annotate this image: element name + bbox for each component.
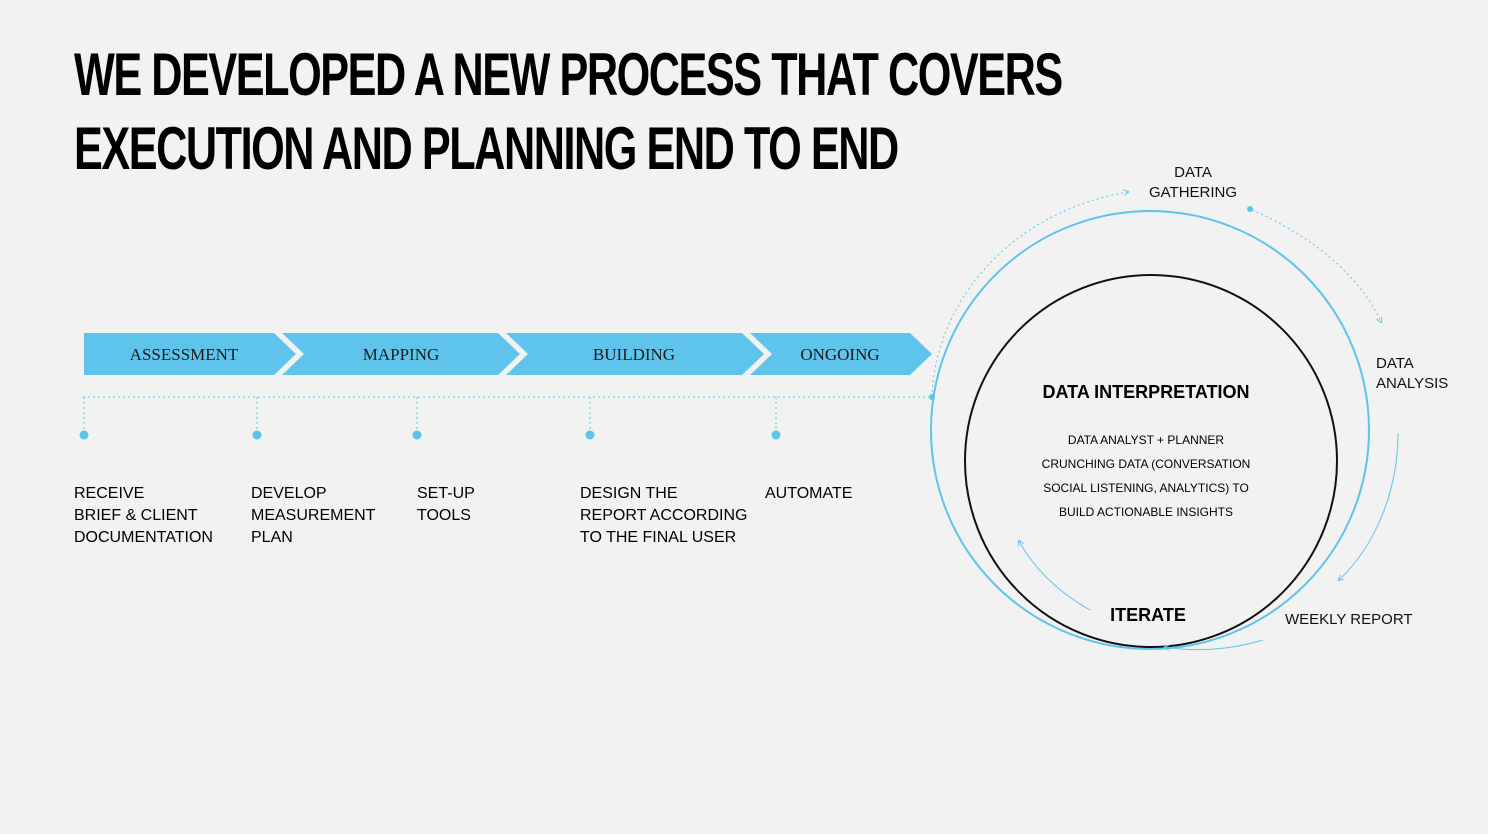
title-line-2: EXECUTION AND PLANNING END TO END (74, 115, 899, 182)
title-line-1: WE DEVELOPED A NEW PROCESS THAT COVERS (74, 41, 1063, 108)
phase-label-assessment: ASSESSMENT (130, 345, 239, 364)
step-design-report: DESIGN THE REPORT ACCORDING TO THE FINAL… (580, 485, 748, 546)
timeline-dot (252, 430, 262, 440)
arrow-iterate (1019, 541, 1091, 611)
phase-label-mapping: MAPPING (363, 345, 440, 364)
arrow-to-analysis (1251, 209, 1381, 322)
chevron-mapping (282, 333, 520, 375)
timeline-dot (412, 430, 422, 440)
phase-label-ongoing: ONGOING (800, 345, 879, 364)
iterate-label: ITERATE (1110, 605, 1186, 625)
phase-label-building: BUILDING (593, 345, 675, 364)
timeline-dot (79, 430, 89, 440)
timeline-dot (585, 430, 595, 440)
step-setup-tools: SET-UP TOOLS (417, 485, 475, 524)
timeline-connectors (83, 397, 777, 432)
chevron-ongoing (750, 333, 932, 375)
step-receive-brief: RECEIVE BRIEF & CLIENT DOCUMENTATION (74, 485, 213, 546)
chevron-building (506, 333, 764, 375)
chevron-assessment (84, 333, 296, 375)
arrow-to-gathering (931, 192, 1128, 393)
page-title: WE DEVELOPED A NEW PROCESS THAT COVERS E… (74, 38, 1063, 186)
center-description: DATA ANALYST + PLANNER CRUNCHING DATA (C… (1041, 433, 1251, 519)
inner-interpretation-circle (964, 274, 1338, 648)
cycle-label-data-gathering: DATA GATHERING (1148, 164, 1238, 201)
step-automate: AUTOMATE (765, 485, 853, 502)
arrow-to-weekly-report (1339, 432, 1399, 580)
outer-cycle-circle (930, 210, 1370, 650)
gathering-dot (1247, 206, 1253, 212)
cycle-label-weekly-report: WEEKLY REPORT (1285, 611, 1413, 628)
arrow-weekly-back (1165, 639, 1264, 650)
center-title: DATA INTERPRETATION (1042, 382, 1250, 402)
timeline-dot (771, 430, 781, 440)
step-develop-plan: DEVELOP MEASUREMENT PLAN (251, 485, 376, 546)
cycle-label-data-analysis: DATA ANALYSIS (1376, 355, 1449, 392)
